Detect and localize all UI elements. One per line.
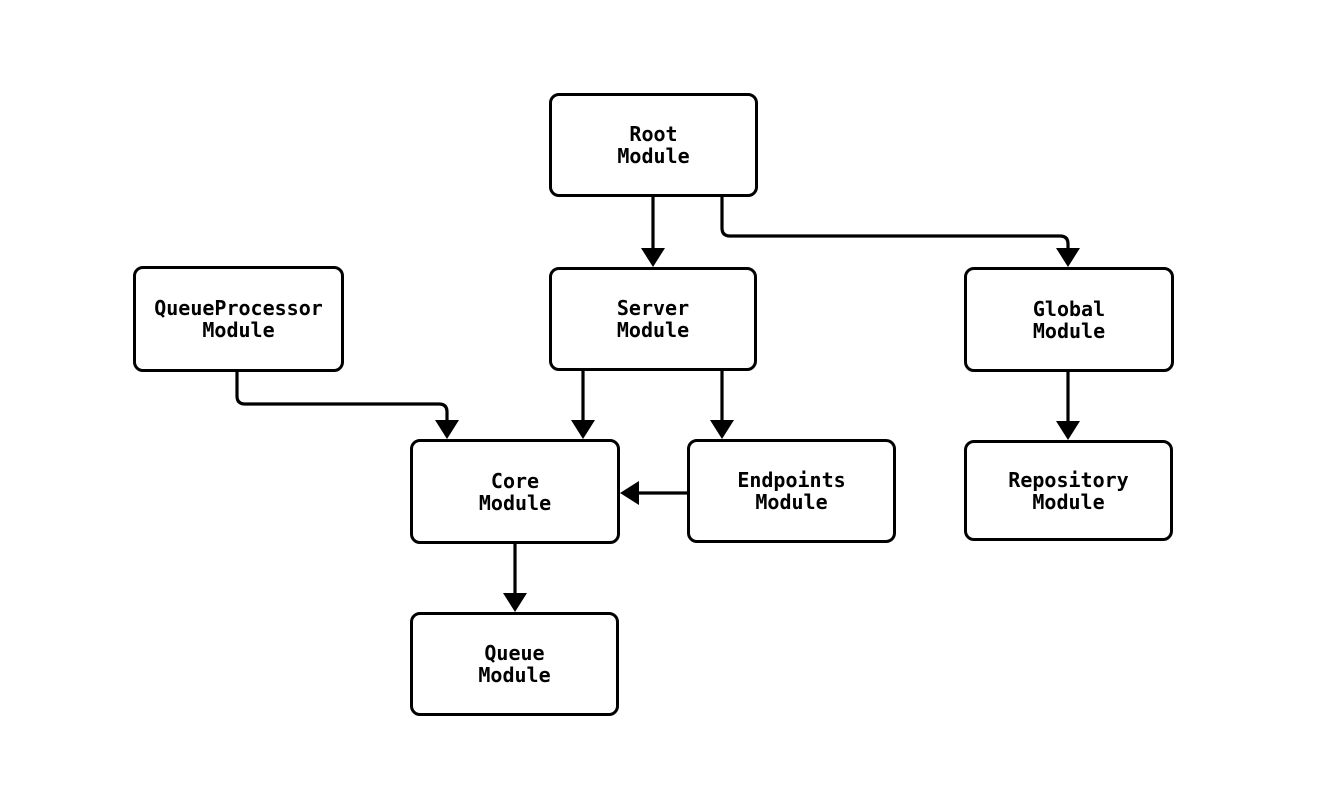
edge-endpoints-to-core xyxy=(620,481,687,505)
edge-root-to-server xyxy=(641,197,665,267)
edge-root-to-global xyxy=(720,197,1080,267)
node-queueprocessor: QueueProcessor Module xyxy=(133,266,344,372)
node-server: Server Module xyxy=(549,267,757,371)
node-root: Root Module xyxy=(549,93,758,197)
node-label-server: Server Module xyxy=(616,296,690,342)
arrowhead-icon xyxy=(503,593,527,612)
edge-server-to-core xyxy=(571,371,595,439)
arrowhead-icon xyxy=(710,420,734,439)
node-label-endpoints: Endpoints Module xyxy=(737,468,846,514)
arrowhead-icon xyxy=(1056,248,1080,267)
edge-global-to-repository xyxy=(1056,372,1080,440)
arrowhead-icon xyxy=(435,420,459,439)
edge-core-to-queue xyxy=(503,544,527,612)
edge-queueprocessor-to-core xyxy=(235,372,459,439)
node-endpoints: Endpoints Module xyxy=(687,439,896,543)
node-label-queue: Queue Module xyxy=(478,641,551,687)
node-label-root: Root Module xyxy=(617,122,690,168)
node-repository: Repository Module xyxy=(964,440,1173,541)
node-label-queueprocessor: QueueProcessor Module xyxy=(154,296,323,342)
node-core: Core Module xyxy=(410,439,620,544)
arrowhead-icon xyxy=(641,248,665,267)
node-label-core: Core Module xyxy=(478,468,552,515)
node-queue: Queue Module xyxy=(410,612,619,716)
arrowhead-icon xyxy=(1056,421,1080,440)
node-global: Global Module xyxy=(964,267,1174,372)
arrowhead-icon xyxy=(620,481,639,505)
node-label-repository: Repository Module xyxy=(1008,467,1129,514)
edge-server-to-endpoints xyxy=(710,371,734,439)
arrowhead-icon xyxy=(571,420,595,439)
node-label-global: Global Module xyxy=(1032,296,1106,343)
